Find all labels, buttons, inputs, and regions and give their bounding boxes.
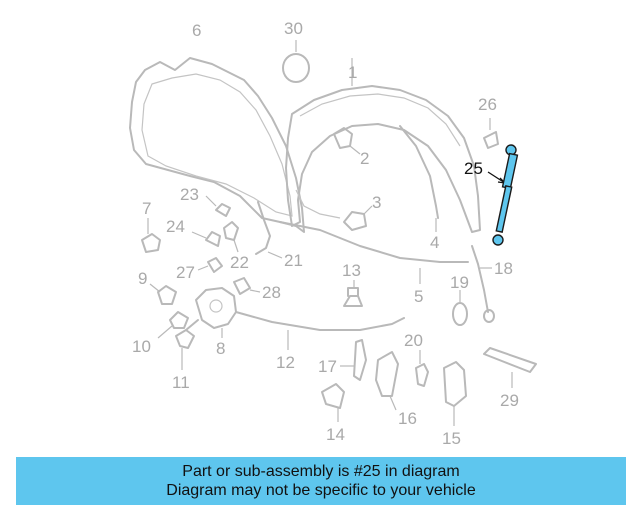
part-24-nut	[205, 231, 221, 247]
part-29-trim	[483, 347, 537, 373]
callout-15: 15	[442, 429, 461, 448]
part-1-hood-panel	[285, 85, 481, 233]
callout-21: 21	[284, 251, 303, 270]
callout-6: 6	[192, 21, 201, 40]
callout-7: 7	[142, 199, 151, 218]
part-8-hood-latch	[195, 287, 237, 338]
callout-22: 22	[230, 253, 249, 272]
callout-23: 23	[180, 185, 199, 204]
part-22-bolt	[223, 221, 239, 241]
callout-13: 13	[342, 261, 361, 280]
part-28-clip	[233, 277, 251, 295]
part-21-release-cable	[255, 201, 271, 255]
callout-18: 18	[494, 259, 513, 278]
callout-3: 3	[372, 193, 381, 212]
info-banner: Part or sub-assembly is #25 in diagram D…	[16, 457, 626, 505]
part-7-bumper	[141, 233, 161, 253]
part-3-bumper	[343, 211, 367, 231]
callout-29: 29	[500, 391, 519, 410]
part-5-seal	[279, 221, 469, 263]
part-17-bracket	[353, 339, 367, 381]
part-27-clip	[207, 257, 223, 273]
banner-line-2: Diagram may not be specific to your vehi…	[166, 482, 476, 499]
part-16-bracket	[375, 351, 399, 397]
callout-12: 12	[276, 353, 295, 372]
callout-14: 14	[326, 425, 345, 444]
part-19-grommet	[452, 302, 468, 326]
part-18-prop-rod	[471, 245, 489, 313]
part-30-plug	[282, 53, 310, 83]
part-2-bumper	[333, 127, 353, 149]
callout-10: 10	[132, 337, 151, 356]
callout-26: 26	[478, 95, 497, 114]
callout-11: 11	[172, 373, 190, 392]
callout-24: 24	[166, 217, 185, 236]
part-25-lift-support	[487, 144, 519, 246]
callout-1: 1	[348, 63, 357, 82]
part-12-release-cable	[235, 311, 405, 331]
part-20-bolt	[415, 363, 429, 387]
callout-28: 28	[262, 283, 281, 302]
callout-27: 27	[176, 263, 195, 282]
part-10-bolt	[169, 311, 189, 329]
banner-line-1: Part or sub-assembly is #25 in diagram	[182, 463, 460, 480]
callout-17: 17	[318, 357, 337, 376]
callout-8: 8	[216, 339, 225, 358]
part-14-pad	[321, 383, 345, 409]
part-9-bolt	[157, 285, 177, 305]
callout-16: 16	[398, 409, 417, 428]
part-4-weatherstrip	[399, 125, 439, 219]
callout-25: 25	[464, 159, 483, 178]
callout-2: 2	[360, 149, 369, 168]
part-15-hinge	[443, 361, 467, 407]
part-26-clip	[483, 118, 499, 149]
callout-19: 19	[450, 273, 469, 292]
callout-4: 4	[430, 233, 439, 252]
callout-5: 5	[414, 287, 423, 306]
part-6-hood-insulator	[129, 57, 305, 233]
part-13-bumper	[343, 287, 363, 307]
callout-9: 9	[138, 269, 147, 288]
callout-20: 20	[404, 331, 423, 350]
callout-30: 30	[284, 19, 303, 38]
parts-diagram: 1 2 3 4 5 6 7 8 9 10 11 12 13 14 15 16 1…	[129, 19, 537, 448]
part-23-bolt	[215, 203, 231, 217]
part-11-striker	[175, 319, 199, 349]
